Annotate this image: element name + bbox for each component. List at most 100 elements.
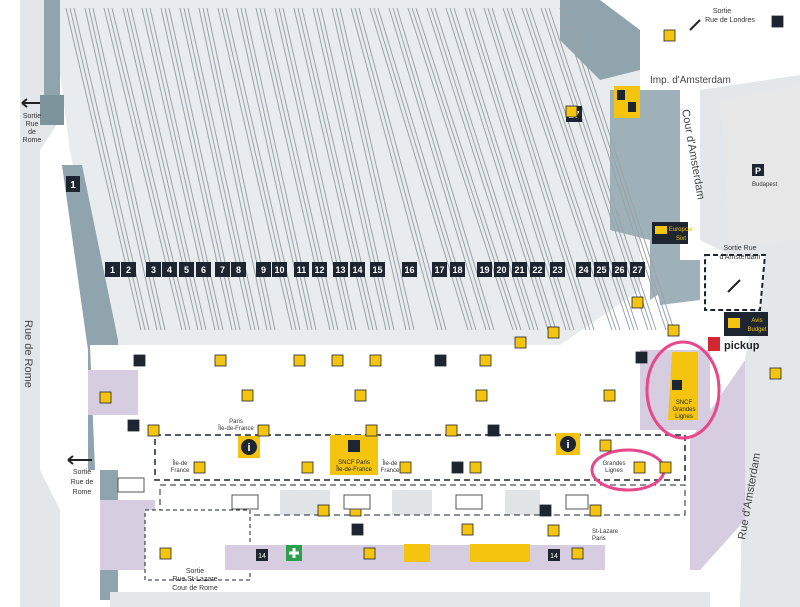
service-icon: [214, 354, 227, 367]
exit-rome-top-l4: Rome: [23, 137, 42, 144]
exit-londres-l1: Sortie: [713, 8, 731, 15]
platform-badge: 18: [450, 262, 465, 277]
platform-number-15: 15: [372, 265, 382, 275]
service-icon: [475, 389, 488, 402]
service-icon: [445, 424, 458, 437]
service-icon: [487, 424, 500, 437]
hall-dashed-outline: [154, 434, 686, 481]
info-sign-left[interactable]: i: [238, 436, 260, 458]
service-icon: [451, 461, 464, 474]
europcar-label: Europcar: [669, 227, 693, 233]
left-exit-block: [40, 95, 64, 125]
info-sign-right[interactable]: i: [556, 433, 580, 455]
platform-badge-bg: [477, 262, 492, 277]
platform-badge: 14: [350, 262, 365, 277]
platform-number-2: 2: [126, 265, 131, 275]
platform-badge-bg: [179, 262, 194, 277]
track-line: [487, 7, 591, 331]
exit-londres[interactable]: Sortie Rue de Londres: [689, 8, 755, 31]
paris-idf-l2: Île-de-France: [217, 425, 254, 432]
platform-number-22: 22: [532, 265, 542, 275]
europcar-sign[interactable]: Europcar Sixt: [652, 222, 693, 244]
platform-badge-bg: [612, 262, 627, 277]
platform-badge: 19: [477, 262, 492, 277]
service-icon: [317, 504, 330, 517]
pickup-label: pickup: [724, 340, 760, 352]
platform-number-16: 16: [404, 265, 414, 275]
platform-badge: 15: [370, 262, 385, 277]
platform-badge-bg: [294, 262, 309, 277]
exit-amsterdam-l2: d'Amsterdam: [719, 254, 760, 261]
service-icon: [193, 461, 206, 474]
exit-rome-top-l3: de: [28, 129, 36, 136]
platform-number-25: 25: [596, 265, 606, 275]
exit-rome-top[interactable]: Sortie Rue de Rome: [21, 98, 42, 144]
platform-badge: 13: [333, 262, 348, 277]
avis-label: Avis: [751, 318, 762, 324]
service-icon: [635, 351, 648, 364]
platform-badge-bg: [494, 262, 509, 277]
right-top-wall: [560, 0, 640, 80]
service-icon: [769, 367, 782, 380]
platform-badge-bg: [370, 262, 385, 277]
grey-block-3: [505, 490, 540, 515]
sncf-idf-desk[interactable]: SNCF Paris Île-de-France: [330, 435, 378, 475]
platform-number-11: 11: [297, 265, 307, 275]
lilac-zone-right: [690, 360, 745, 570]
platform-number-26: 26: [614, 265, 624, 275]
sixt-label: Sixt: [676, 236, 686, 242]
platform-top-1: 1: [70, 180, 76, 191]
service-icon: [257, 424, 270, 437]
platform-badge-bg: [402, 262, 417, 277]
lilac-zone-1: [88, 370, 138, 415]
platform-badge: 16: [402, 262, 417, 277]
platform-badge-bg: [512, 262, 527, 277]
bottom-14-sign-right: 14: [548, 549, 560, 561]
service-icon: [667, 324, 680, 337]
avis-sign[interactable]: Avis Budget: [724, 312, 768, 336]
exit-st-lazare-l2: Rue St-Lazare: [172, 576, 217, 583]
platform-badge-bg: [594, 262, 609, 277]
service-icon: [127, 419, 140, 432]
exit-rome-mid[interactable]: Sortie Rue de Rome: [67, 455, 93, 496]
service-icon: [331, 354, 344, 367]
track-line: [388, 7, 487, 331]
platform-badge: 6: [196, 262, 211, 277]
service-icon: [159, 547, 172, 560]
service-icon: [663, 29, 676, 42]
platform-number-1: 1: [110, 265, 115, 275]
platform-badge: 12: [312, 262, 327, 277]
info-icon: i: [566, 439, 569, 451]
track-line: [502, 7, 613, 331]
platform-number-18: 18: [452, 265, 462, 275]
pickup-sign[interactable]: pickup: [708, 337, 760, 352]
platform-badge: 10: [272, 262, 287, 277]
track-line: [350, 7, 439, 331]
platform-number-10: 10: [274, 265, 284, 275]
service-icon: [514, 336, 527, 349]
platform-badge: 20: [494, 262, 509, 277]
sncf-grandes-lignes-desk[interactable]: SNCF Grandes Lignes: [668, 352, 698, 420]
amsterdam-exit-area: [704, 254, 767, 311]
bottom-14-sign: 14: [256, 549, 268, 561]
exit-st-lazare[interactable]: Sortie Rue St-Lazare Cour de Rome: [170, 568, 230, 592]
track-line: [331, 7, 407, 331]
service-icon: [354, 389, 367, 402]
first-aid-sign: [286, 545, 302, 561]
service-icon: [539, 504, 552, 517]
platform-badge-bg: [312, 262, 327, 277]
service-icon: [461, 523, 474, 536]
rue-de-rome-road: [20, 0, 60, 607]
track-line: [563, 7, 671, 331]
platform-number-4: 4: [167, 265, 172, 275]
idf-left-l2: France: [171, 468, 190, 474]
platform-badge: 11: [294, 262, 309, 277]
service-icon: [603, 389, 616, 402]
track-line: [464, 7, 567, 331]
exit-rome-top-l1: Sortie: [23, 113, 41, 120]
service-icon: [147, 424, 160, 437]
info-icon: i: [247, 442, 250, 454]
exit-amsterdam-l1: Sortie Rue: [723, 245, 756, 252]
platform-badge-bg: [576, 262, 591, 277]
exit-amsterdam[interactable]: Sortie Rue d'Amsterdam: [719, 245, 761, 293]
